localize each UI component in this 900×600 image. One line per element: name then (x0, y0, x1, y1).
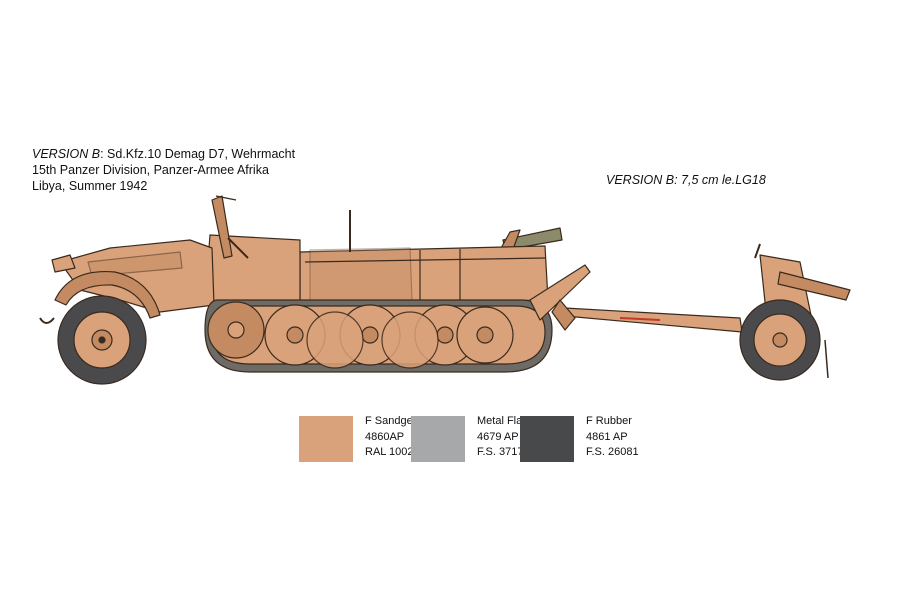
vehicle-title: : Sd.Kfz.10 Demag D7, Wehrmacht (100, 147, 296, 161)
paint-ref: F.S. 26081 (586, 446, 639, 458)
vehicle-location-date: Libya, Summer 1942 (32, 179, 148, 193)
vehicle-version-label: VERSION B (32, 147, 101, 161)
vehicle-unit: 15th Panzer Division, Panzer-Armee Afrik… (32, 163, 269, 177)
paint-ref: F.S. 37178 (477, 446, 530, 458)
paint-swatch (411, 416, 465, 462)
paint-name: F Sandgelb (365, 415, 422, 427)
gun-version-label: VERSION B (606, 173, 675, 187)
paint-swatch (299, 416, 353, 462)
field-gun-illustration (551, 243, 851, 381)
gun-caption: VERSION B: 7,5 cm le.LG18 (606, 172, 766, 188)
gun-title: : 7,5 cm le.LG18 (674, 173, 766, 187)
paint-code: 4860AP (365, 430, 405, 443)
halftrack-illustration (39, 195, 591, 385)
paint-swatch (520, 416, 574, 462)
vehicle-caption: VERSION B: Sd.Kfz.10 Demag D7, Wehrmacht… (32, 146, 295, 194)
vehicle-caption-line1: VERSION B: Sd.Kfz.10 Demag D7, Wehrmacht (32, 146, 295, 162)
paint-name: F Rubber (586, 415, 632, 427)
paint-code: 4679 AP (477, 430, 519, 443)
paint-ref: RAL 1002 (365, 446, 414, 458)
paint-code: 4861 AP (586, 430, 628, 443)
